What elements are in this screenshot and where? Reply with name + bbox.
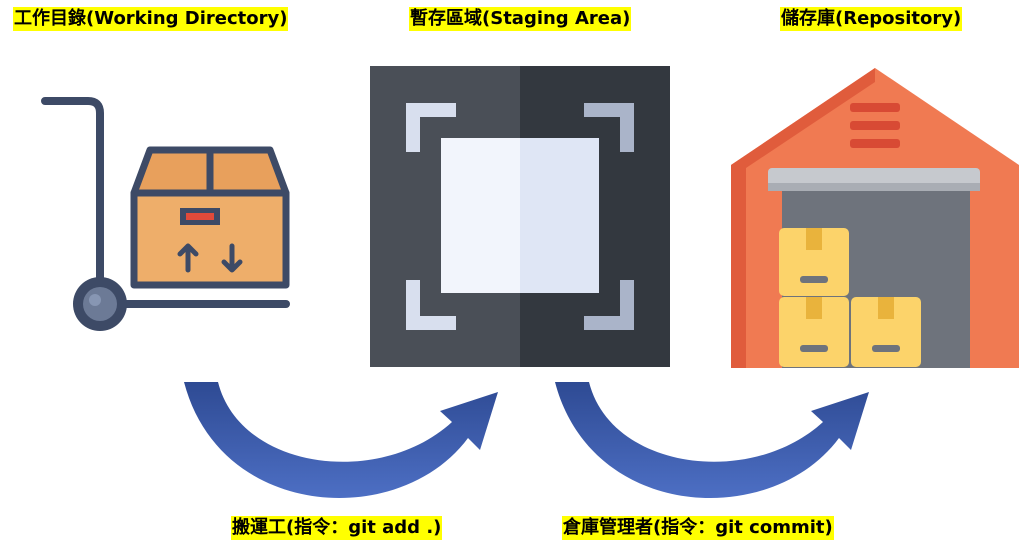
git-add-label: 搬運工(指令：git add .): [231, 516, 443, 540]
git-commit-arrow: [555, 382, 869, 499]
crate-bottom-right: [851, 297, 921, 367]
working-directory-label: 工作目錄(Working Directory): [13, 7, 289, 31]
staging-area-label: 暫存區域(Staging Area): [409, 7, 632, 31]
crate-top: [779, 228, 849, 296]
cardboard-box: [130, 146, 290, 289]
frame-selection-icon: [370, 66, 670, 367]
crate-bottom-left: [779, 297, 849, 367]
hand-truck-with-box-icon: [41, 97, 290, 331]
git-add-arrow: [184, 382, 498, 499]
git-commit-label: 倉庫管理者(指令：git commit): [562, 516, 834, 540]
warehouse-icon: [731, 68, 1019, 368]
repository-label: 儲存庫(Repository): [780, 7, 963, 31]
